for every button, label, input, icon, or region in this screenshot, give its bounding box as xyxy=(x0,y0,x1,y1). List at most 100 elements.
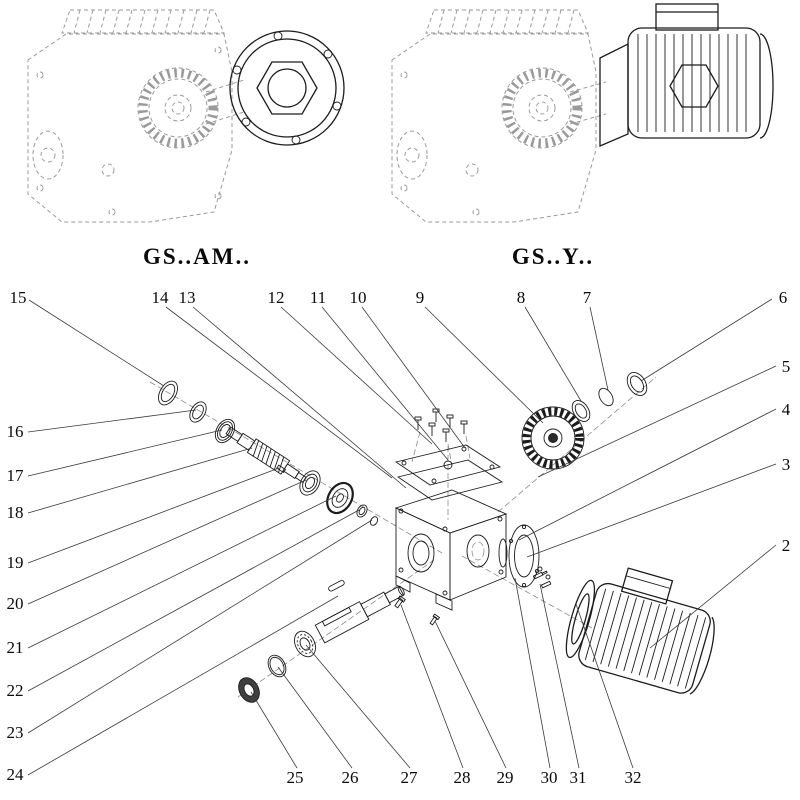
callout-number-20: 20 xyxy=(7,594,24,613)
callout-number-16: 16 xyxy=(7,422,24,441)
callout-number-29: 29 xyxy=(497,768,514,787)
leader-line-8 xyxy=(524,306,582,402)
leader-line-17 xyxy=(27,429,223,477)
output-seal-part xyxy=(238,677,260,703)
callout-number-18: 18 xyxy=(7,503,24,522)
leader-line-2 xyxy=(649,544,777,649)
leader-line-5 xyxy=(537,365,777,478)
leader-line-20 xyxy=(27,479,307,605)
gear-bearing-part xyxy=(571,400,591,422)
callout-number-15: 15 xyxy=(10,288,27,307)
output-shaft-part xyxy=(314,585,405,644)
leader-line-10 xyxy=(361,306,466,449)
callout-number-8: 8 xyxy=(517,288,526,307)
callout-number-10: 10 xyxy=(350,288,367,307)
small-screw-part xyxy=(394,595,406,609)
callout-number-30: 30 xyxy=(541,768,558,787)
callout-number-13: 13 xyxy=(179,288,196,307)
leader-line-21 xyxy=(27,495,337,649)
leader-line-18 xyxy=(27,447,253,514)
leader-line-26 xyxy=(277,666,353,769)
callout-number-19: 19 xyxy=(7,553,24,572)
output-key-part xyxy=(328,579,345,592)
output-shaft-parts xyxy=(314,579,441,644)
callout-number-21: 21 xyxy=(7,638,24,657)
model-label-gs-am: GS..AM.. xyxy=(143,244,251,269)
helical-gear-parts xyxy=(521,372,648,470)
shim-washer-part xyxy=(326,481,354,515)
leader-line-13 xyxy=(192,306,407,489)
output-bearing-stack xyxy=(238,630,316,703)
callout-number-32: 32 xyxy=(625,768,642,787)
model-label-gs-y: GS..Y.. xyxy=(511,244,595,269)
output-flange-parts xyxy=(498,524,552,589)
callout-number-26: 26 xyxy=(342,768,359,787)
callout-number-11: 11 xyxy=(310,288,326,307)
leader-line-31 xyxy=(539,583,580,769)
gs-am-output-flange-drawing xyxy=(229,30,345,146)
leader-line-32 xyxy=(575,603,634,769)
leader-line-3 xyxy=(526,463,777,558)
callout-number-25: 25 xyxy=(287,768,304,787)
gearbox-gs-am-drawing xyxy=(27,9,345,223)
callout-number-28: 28 xyxy=(454,768,471,787)
retaining-ring-part xyxy=(189,401,207,423)
leader-line-16 xyxy=(27,409,197,433)
flange-screws xyxy=(532,566,552,589)
leader-line-23 xyxy=(27,519,373,734)
gear-seal-part xyxy=(626,372,648,396)
leader-line-15 xyxy=(28,299,165,387)
oil-seal-part xyxy=(158,380,178,406)
leader-line-6 xyxy=(640,298,773,382)
input-bearing-part xyxy=(214,418,236,444)
leader-line-12 xyxy=(280,306,433,445)
cover-parts xyxy=(394,408,504,501)
leader-line-22 xyxy=(27,509,360,692)
input-shaft-parts xyxy=(158,380,379,526)
o-ring-part xyxy=(498,538,508,568)
gear-circlip-part xyxy=(598,387,614,407)
callout-number-7: 7 xyxy=(583,288,592,307)
motor-part xyxy=(565,567,715,695)
small-washer-part xyxy=(369,516,379,526)
callout-number-24: 24 xyxy=(7,765,25,784)
output-bearing-part xyxy=(294,630,316,658)
rear-bearing-part xyxy=(299,470,321,496)
cover-gasket-part xyxy=(396,459,504,501)
inspection-cover-part xyxy=(394,444,502,486)
leader-line-4 xyxy=(518,408,777,541)
leader-line-19 xyxy=(27,467,280,564)
leader-line-11 xyxy=(321,306,449,461)
callout-number-22: 22 xyxy=(7,681,24,700)
leader-line-30 xyxy=(514,577,551,769)
callout-number-2: 2 xyxy=(782,536,791,555)
leader-line-9 xyxy=(424,306,544,424)
callout-number-31: 31 xyxy=(570,768,587,787)
callout-number-6: 6 xyxy=(779,288,788,307)
callout-number-14: 14 xyxy=(152,288,170,307)
cover-bolts xyxy=(414,408,468,442)
leader-line-25 xyxy=(250,691,298,769)
gs-y-motor-drawing xyxy=(599,3,774,147)
snap-ring-part xyxy=(356,504,368,518)
leader-line-29 xyxy=(434,620,507,769)
callout-number-3: 3 xyxy=(782,455,791,474)
leader-line-14 xyxy=(165,306,393,479)
gearbox-gs-y-drawing xyxy=(391,3,774,223)
callout-number-9: 9 xyxy=(416,288,425,307)
callout-number-17: 17 xyxy=(7,466,25,485)
output-circlip-part xyxy=(267,654,287,678)
callout-number-23: 23 xyxy=(7,723,24,742)
leader-line-27 xyxy=(305,644,411,769)
callout-number-4: 4 xyxy=(782,400,791,419)
callout-number-12: 12 xyxy=(268,288,285,307)
small-screw-part-2 xyxy=(429,613,441,626)
callout-number-5: 5 xyxy=(782,357,791,376)
shaft-key-part xyxy=(276,464,287,474)
gearbox-housing-part xyxy=(394,489,508,611)
callout-number-27: 27 xyxy=(401,768,419,787)
leader-line-28 xyxy=(400,604,464,769)
